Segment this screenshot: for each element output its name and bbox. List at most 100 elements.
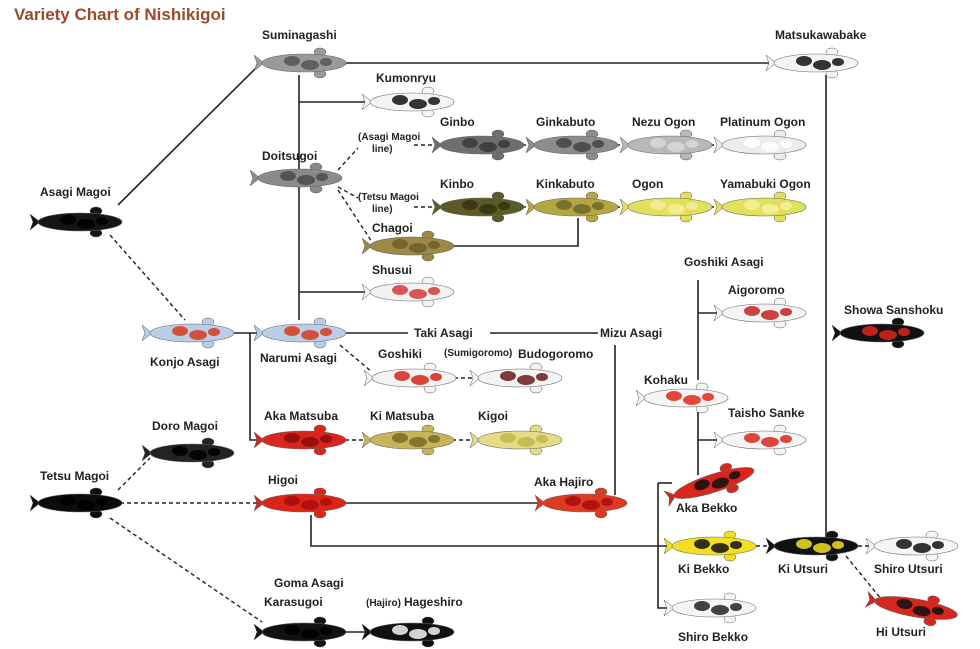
fish-pattern-spot xyxy=(411,375,429,385)
fish-pattern-spot xyxy=(862,326,878,336)
fish-tail xyxy=(431,198,443,216)
fish-pattern-spot xyxy=(796,56,812,66)
ki-bekko-fish xyxy=(663,530,757,562)
fish-pattern-spot xyxy=(896,539,912,549)
fish-pattern-spot xyxy=(172,326,188,336)
label-goma-asagi: Goma Asagi xyxy=(274,576,344,590)
fish-pattern-spot xyxy=(780,140,792,148)
label-higoi: Higoi xyxy=(268,473,298,487)
label-taisho-sanke: Taisho Sanke xyxy=(728,406,805,420)
fish-tail xyxy=(713,136,725,154)
fish-tail xyxy=(713,198,725,216)
fish-pattern-spot xyxy=(301,500,319,510)
fish-pattern-spot xyxy=(320,498,332,506)
kinkabuto-fish xyxy=(525,191,619,223)
fish-pattern-spot xyxy=(301,437,319,447)
yamabuki-ogon-fish xyxy=(713,191,807,223)
label-hajiro: (Hajiro) xyxy=(366,598,401,609)
label-kigoi: Kigoi xyxy=(478,409,508,423)
label-kinbo: Kinbo xyxy=(440,177,474,191)
kohaku-fish xyxy=(635,382,729,414)
fish-tail xyxy=(363,369,375,387)
taisho-sanke-fish xyxy=(713,424,807,456)
labels: Suminagashi Matsukawabake Kumonryu Ginbo… xyxy=(40,28,943,644)
fish-pattern-spot xyxy=(744,433,760,443)
fish-tail xyxy=(253,431,265,449)
fish-pattern-spot xyxy=(392,625,408,635)
label-doro-magoi: Doro Magoi xyxy=(152,419,218,433)
aka-bekko-fish xyxy=(663,463,755,507)
chart-title: Variety Chart of Nishikigoi xyxy=(14,5,226,24)
ki-matsuba-fish xyxy=(361,424,455,456)
fish-pattern-spot xyxy=(694,539,710,549)
fish-pattern-spot xyxy=(208,448,220,456)
fish-pattern-spot xyxy=(479,142,497,152)
fish-pattern-spot xyxy=(500,371,516,381)
fish-tail xyxy=(525,198,537,216)
fish-tail xyxy=(29,213,41,231)
ki-utsuri-fish xyxy=(765,530,859,562)
fish-tail xyxy=(29,494,41,512)
fish-pattern-spot xyxy=(913,543,931,553)
goshiki-fish xyxy=(363,362,457,394)
fish-pattern-spot xyxy=(728,471,741,480)
fish-tail xyxy=(619,136,631,154)
fish-pattern-spot xyxy=(592,140,604,148)
fish-pattern-spot xyxy=(316,173,328,181)
fish-pattern-spot xyxy=(730,603,742,611)
connector-doitsugoi-chagoi xyxy=(337,189,373,243)
ogon-fish xyxy=(619,191,713,223)
label-yamabuki-ogon: Yamabuki Ogon xyxy=(720,177,811,191)
fish-pattern-spot xyxy=(409,437,427,447)
fish-pattern-spot xyxy=(320,627,332,635)
connector-doitsugoi-asagi-line xyxy=(337,147,359,171)
label-showa-sanshoku: Showa Sanshoku xyxy=(844,303,943,317)
higoi-fish xyxy=(253,487,347,519)
label-ginkabuto: Ginkabuto xyxy=(536,115,595,129)
label-hi-utsuri: Hi Utsuri xyxy=(876,625,926,639)
label-kumonryu: Kumonryu xyxy=(376,71,436,85)
label-asagi-magoi-line-2: line) xyxy=(372,144,393,155)
fish-pattern-spot xyxy=(428,241,440,249)
konjo-asagi-fish xyxy=(141,317,235,349)
connector-tetsu-doro xyxy=(117,457,151,491)
fish-tail xyxy=(713,431,725,449)
fish-pattern-spot xyxy=(565,496,581,506)
fish-pattern-spot xyxy=(284,625,300,635)
fish-pattern-spot xyxy=(284,326,300,336)
fish-tail xyxy=(663,537,675,555)
fish-pattern-spot xyxy=(667,142,685,152)
fish-tail xyxy=(469,431,481,449)
fish-pattern-spot xyxy=(702,393,714,401)
fish-pattern-spot xyxy=(280,171,296,181)
fish-pattern-spot xyxy=(392,239,408,249)
connector-asagi-suminagashi xyxy=(117,61,263,206)
fish-pattern-spot xyxy=(666,391,682,401)
label-matsukawabake: Matsukawabake xyxy=(775,28,867,42)
label-aka-bekko: Aka Bekko xyxy=(676,501,737,515)
asagi-magoi-fish xyxy=(29,206,123,238)
label-shiro-utsuri: Shiro Utsuri xyxy=(874,562,943,576)
fish-pattern-spot xyxy=(428,97,440,105)
fish-pattern-spot xyxy=(683,395,701,405)
fish-pattern-spot xyxy=(428,435,440,443)
fish-tail xyxy=(663,599,675,617)
fish-pattern-spot xyxy=(498,140,510,148)
fish-tail xyxy=(141,324,153,342)
showa-sanshoku-fish xyxy=(831,317,925,349)
label-kinkabuto: Kinkabuto xyxy=(536,177,595,191)
fish-pattern-spot xyxy=(912,605,931,617)
tetsu-magoi-fish xyxy=(29,487,123,519)
fish-pattern-spot xyxy=(556,138,572,148)
fish-tail xyxy=(253,623,265,641)
fish-pattern-spot xyxy=(582,500,600,510)
fish-pattern-spot xyxy=(686,202,698,210)
fish-tail xyxy=(713,304,725,322)
label-chagoi: Chagoi xyxy=(372,221,413,235)
karasugoi-fish xyxy=(253,616,347,648)
fish-tail xyxy=(635,389,647,407)
connector-narumi-akamatsuba xyxy=(249,333,262,441)
fish-pattern-spot xyxy=(428,627,440,635)
fish-pattern-spot xyxy=(60,215,76,225)
fish-pattern-spot xyxy=(409,289,427,299)
